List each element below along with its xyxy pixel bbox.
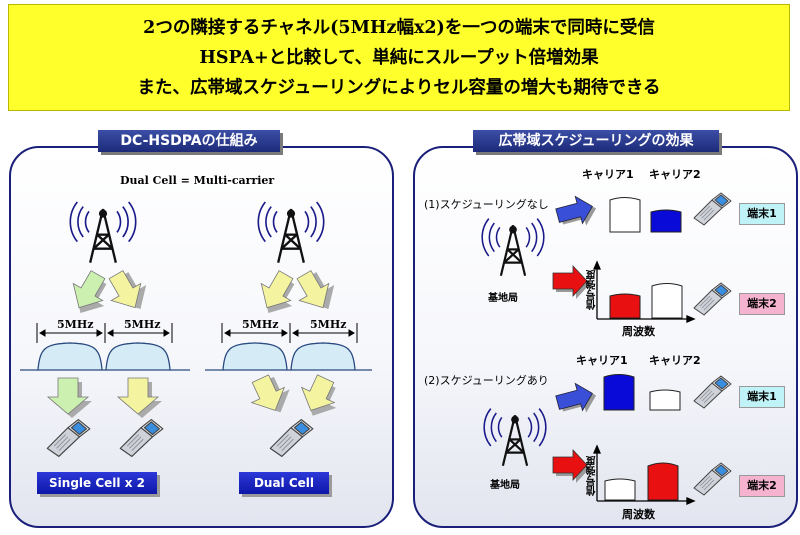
band-label: 5MHz — [310, 318, 347, 331]
carrier-2-label: キャリア2 — [649, 168, 701, 181]
bandwidth-markers — [36, 323, 358, 343]
carrier-block-icon — [603, 374, 681, 411]
carrier-block-icon — [609, 197, 682, 233]
base-station-label: 基地局 — [488, 293, 518, 304]
left-panel-title: DC-HSDPAの仕組み — [98, 130, 280, 152]
banner-line-1: 2つの隣接するチャネル(5MHz幅x2)を一つの端末で同時に受信 — [143, 18, 655, 38]
case-1-label: (1)スケジューリングなし — [424, 198, 549, 211]
dual-cell-label: Dual Cell — [239, 472, 329, 494]
carrier-1-label: キャリア1 — [576, 354, 628, 367]
arrow-down-icon — [72, 270, 335, 314]
signal-strength-axis-label: 信号強度 — [587, 270, 598, 310]
terminal-1-tag: 端末1 — [739, 386, 785, 408]
frequency-axis-label: 周波数 — [622, 508, 655, 521]
terminal-2-tag: 端末2 — [739, 475, 785, 497]
base-station-label: 基地局 — [490, 480, 520, 491]
banner-line-3: また、広帯域スケジューリングによりセル容量の増大も期待できる — [137, 78, 661, 98]
mobile-phone-icon — [693, 192, 732, 226]
frequency-axis-label: 周波数 — [622, 325, 655, 338]
antenna-tower-icon — [481, 217, 545, 277]
carrier-block-icon — [604, 462, 679, 501]
signal-frequency-axis — [593, 260, 696, 323]
right-panel — [413, 146, 798, 528]
signal-frequency-axis — [593, 444, 696, 505]
carrier-spectrum-blocks — [20, 342, 372, 371]
arrow-right-icon — [552, 195, 597, 483]
mobile-phone-icon — [46, 419, 91, 457]
band-label: 5MHz — [124, 318, 161, 331]
mobile-phone-icon — [119, 419, 164, 457]
terminal-2-tag: 端末2 — [739, 293, 785, 315]
carrier-1-label: キャリア1 — [582, 168, 634, 181]
terminal-1-tag: 端末1 — [739, 203, 785, 225]
mobile-phone-icon — [693, 375, 732, 409]
antenna-tower-icon — [257, 200, 325, 264]
banner-line-2: HSPA+と比較して、単純にスループット倍増効果 — [199, 48, 599, 68]
antenna-tower-icon — [69, 200, 137, 264]
mobile-phone-icon — [693, 282, 732, 316]
carrier-block-icon — [609, 283, 683, 319]
band-label: 5MHz — [242, 318, 279, 331]
single-cell-label: Single Cell x 2 — [37, 472, 157, 494]
dual-cell-subtitle: Dual Cell = Multi-carrier — [120, 174, 275, 187]
antenna-tower-icon — [483, 407, 547, 467]
right-panel-title: 広帯域スケジューリングの効果 — [473, 130, 719, 152]
arrow-down-icon — [46, 374, 337, 418]
mobile-phone-icon — [269, 419, 314, 457]
signal-strength-axis-label: 信号強度 — [587, 456, 598, 496]
carrier-2-label: キャリア2 — [649, 354, 701, 367]
mobile-phone-icon — [693, 462, 732, 496]
band-label: 5MHz — [57, 318, 94, 331]
case-2-label: (2)スケジューリングあり — [424, 374, 549, 387]
header-banner: 2つの隣接するチャネル(5MHz幅x2)を一つの端末で同時に受信 HSPA+と比… — [8, 4, 790, 111]
